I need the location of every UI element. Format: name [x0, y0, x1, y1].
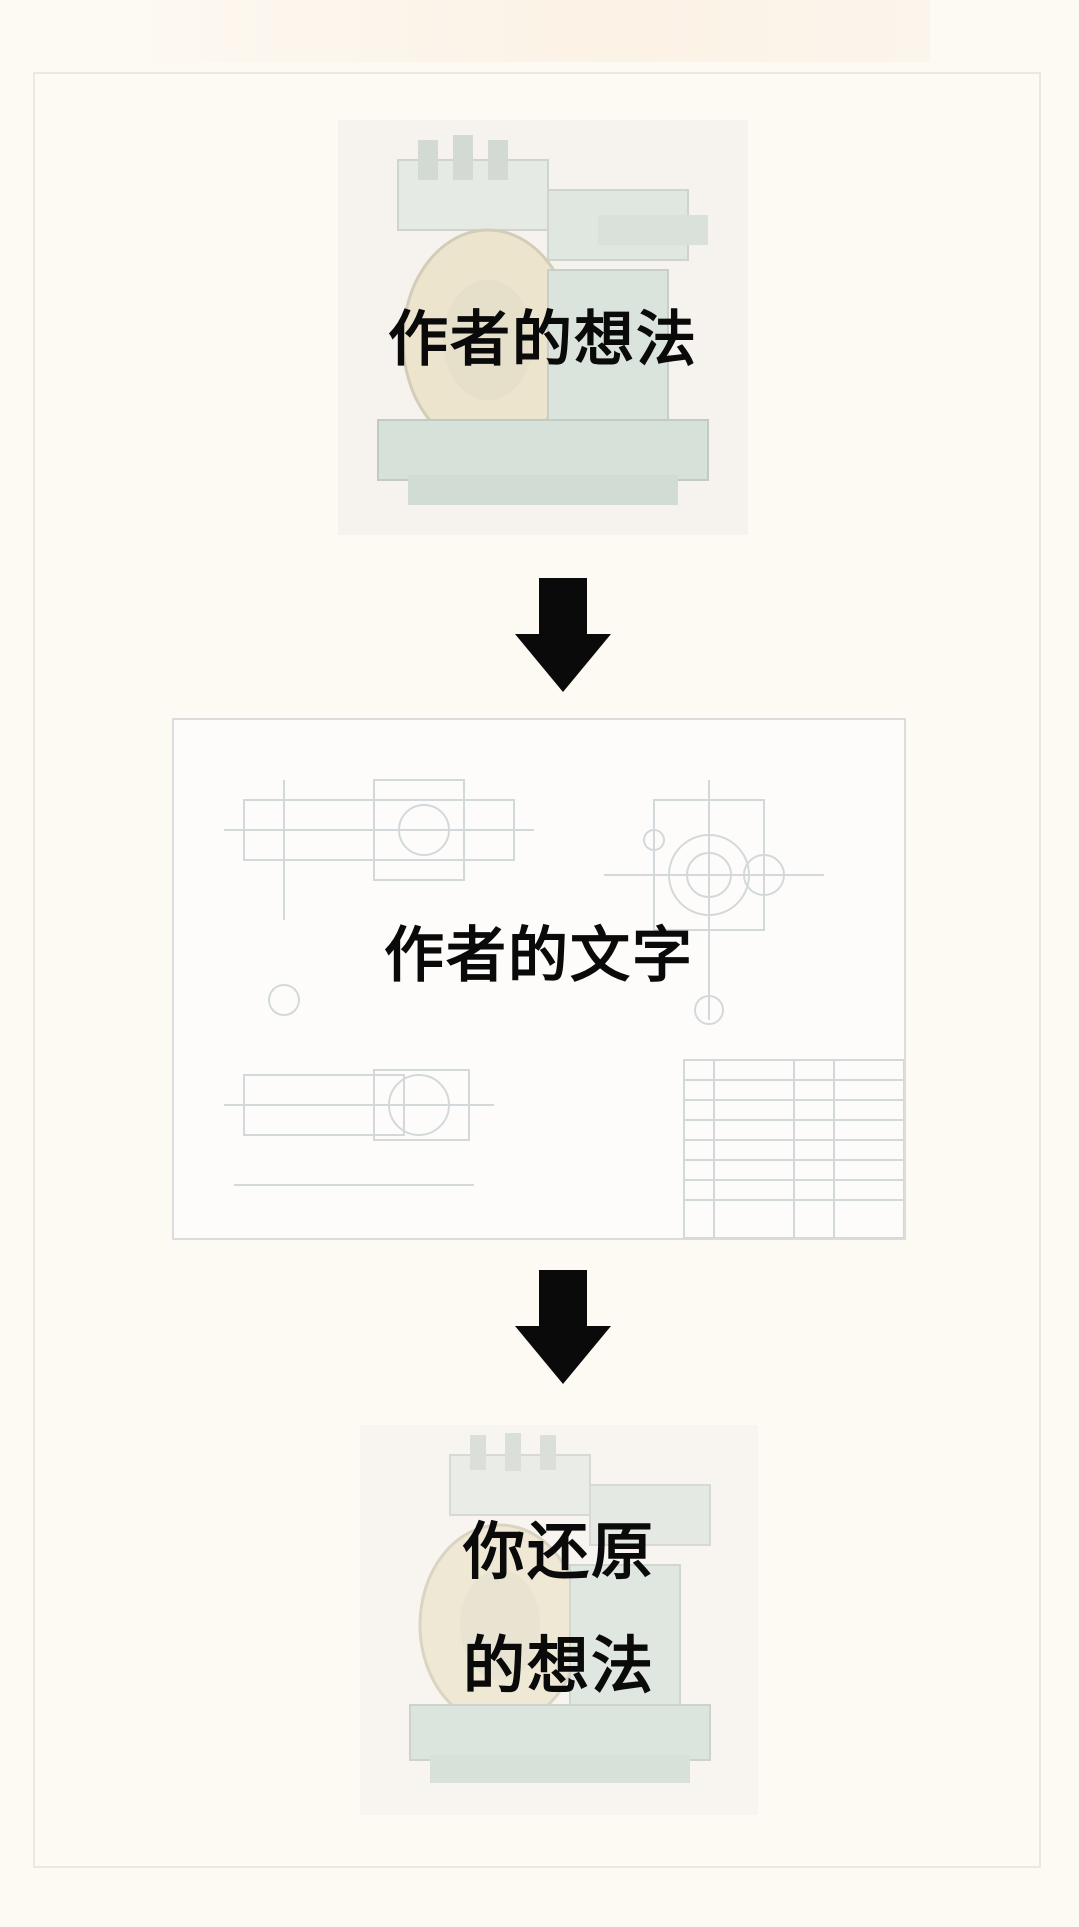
step-1-label: 作者的想法 — [338, 310, 748, 370]
top-band — [150, 0, 930, 62]
step-3-label-line2: 的想法 — [360, 1635, 758, 1697]
arrow-down-icon — [515, 1270, 611, 1384]
arrow-down-icon — [515, 578, 611, 692]
step-2-label: 作者的文字 — [174, 926, 904, 986]
step-2-panel: 作者的文字 — [172, 718, 906, 1240]
machine-image-icon — [360, 1425, 758, 1815]
step-1-panel: 作者的想法 — [338, 120, 748, 535]
step-3-panel: 你还原 的想法 — [360, 1425, 758, 1815]
step-3-label-line1: 你还原 — [360, 1521, 758, 1583]
